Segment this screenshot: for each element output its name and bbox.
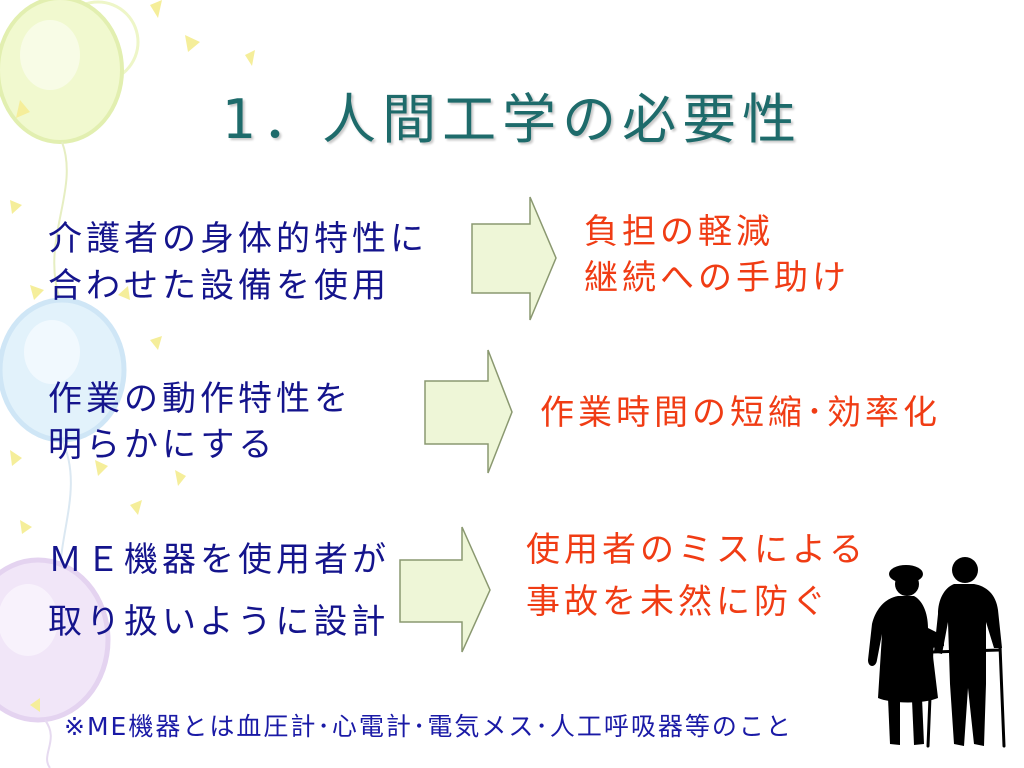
cause-line: ＭＥ機器を使用者が	[48, 540, 390, 580]
right-arrow-icon-3	[399, 526, 491, 653]
confetti-piece	[245, 50, 255, 66]
right-arrow-icon-2	[424, 349, 513, 474]
man-figure	[934, 557, 1002, 746]
confetti-piece	[10, 200, 22, 214]
footnote: ※ME機器とは血圧計･心電計･電気メス･人工呼吸器等のこと	[64, 712, 793, 741]
confetti-piece	[30, 285, 44, 300]
balloon-lavender	[0, 557, 111, 768]
balloon-yellow	[0, 0, 140, 301]
confetti-piece	[130, 500, 142, 515]
elderly-couple-silhouette-icon	[862, 548, 1008, 754]
confetti-piece	[150, 336, 162, 350]
effect-line: 使用者のミスによる	[526, 530, 867, 570]
cause-text-2: 作業の動作特性を 明らかにする	[48, 376, 352, 468]
balloon-blue	[0, 297, 127, 621]
confetti	[10, 0, 255, 712]
confetti-piece	[30, 698, 40, 712]
effect-line: 負担の軽減	[584, 212, 774, 252]
cause-line: 明らかにする	[48, 425, 277, 465]
confetti-piece	[20, 520, 32, 534]
effect-line: 事故を未然に防ぐ	[526, 582, 830, 622]
cause-text-1: 介護者の身体的特性に 合わせた設備を使用	[48, 216, 428, 310]
confetti-piece	[10, 450, 22, 466]
silhouette-graphic	[868, 557, 1006, 748]
cause-text-3: ＭＥ機器を使用者が 取り扱いように設計	[48, 529, 390, 653]
confetti-piece	[95, 460, 108, 476]
cause-line: 取り扱いように設計	[48, 602, 390, 642]
confetti-piece	[118, 286, 130, 300]
confetti-piece	[16, 100, 30, 118]
slide-title: 1．人間工学の必要性	[221, 88, 803, 151]
right-arrow-icon-1	[471, 196, 557, 321]
effect-text-1: 負担の軽減 継続への手助け	[584, 209, 850, 301]
cause-line: 合わせた設備を使用	[48, 266, 390, 306]
cause-line: 作業の動作特性を	[48, 379, 352, 419]
effect-line: 作業時間の短縮･効率化	[540, 393, 941, 433]
effect-line: 継続への手助け	[584, 258, 850, 298]
confetti-piece	[150, 0, 162, 18]
confetti-piece	[185, 35, 200, 52]
confetti-piece	[175, 470, 186, 486]
walker-frame	[926, 644, 1006, 748]
effect-text-2: 作業時間の短縮･効率化	[540, 390, 941, 436]
cause-line: 介護者の身体的特性に	[48, 219, 428, 259]
woman-figure	[868, 565, 944, 745]
effect-text-3: 使用者のミスによる 事故を未然に防ぐ	[526, 524, 867, 628]
